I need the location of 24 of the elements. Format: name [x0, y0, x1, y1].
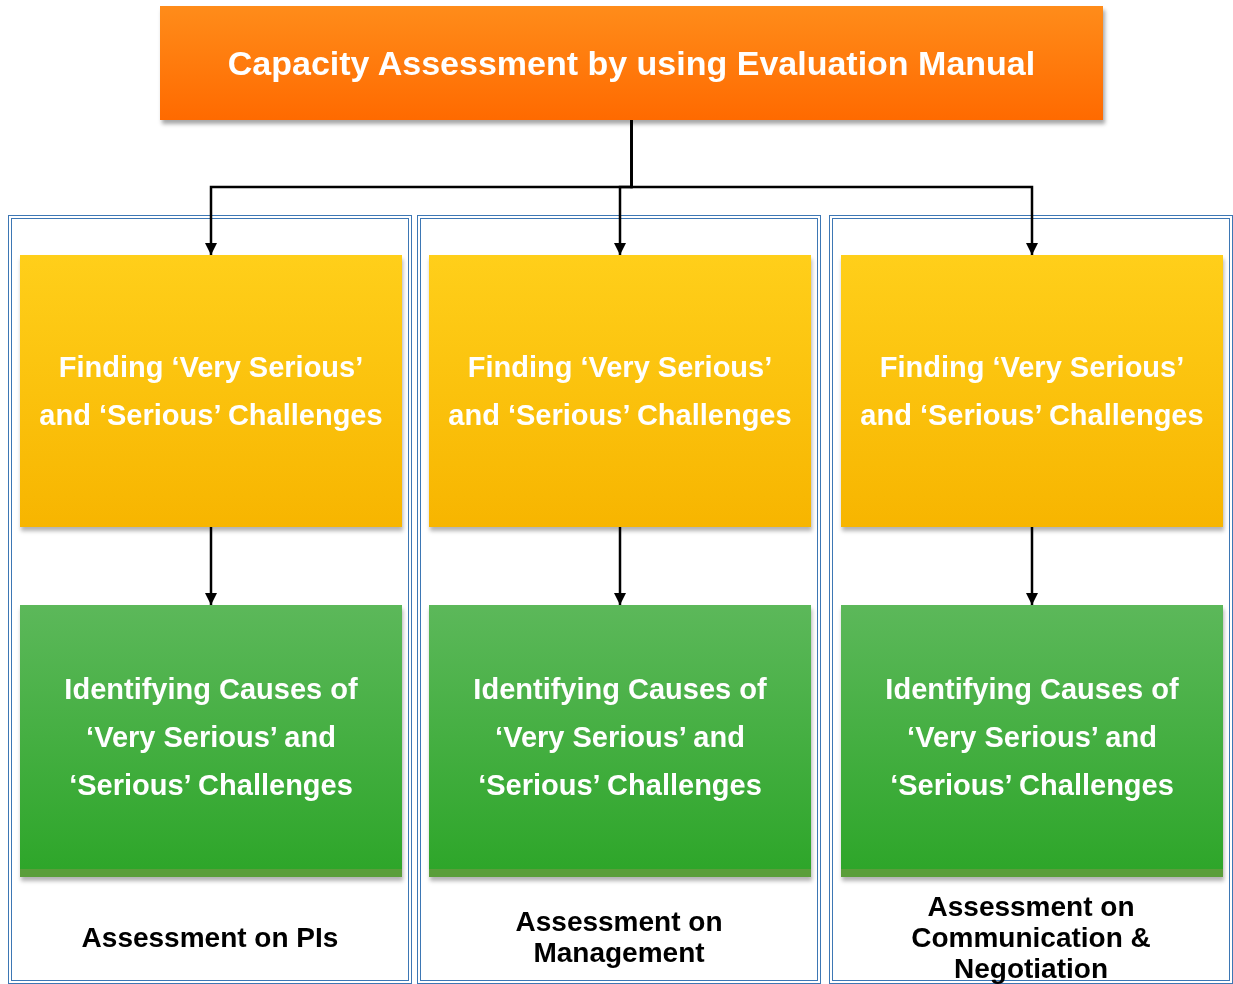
group-label: Assessment on PIs	[80, 920, 340, 955]
arrow	[630, 120, 1039, 255]
process-box	[20, 255, 402, 527]
process-box	[429, 255, 811, 527]
group-label: Assessment on Management	[514, 905, 724, 970]
group-label: Assessment on Communication & Negotiation	[910, 889, 1152, 984]
process-box	[429, 605, 811, 877]
box-text: Finding ‘Very Serious’ and ‘Serious’ Challenges	[447, 350, 793, 433]
arrow	[1025, 527, 1039, 605]
group-panel	[417, 215, 821, 984]
group-panel	[829, 215, 1233, 984]
box-text: Finding ‘Very Serious’ and ‘Serious’ Challenges	[38, 350, 384, 433]
box-text: Identifying Causes of ‘Very Serious’ and ‘Serious’ Challenges	[884, 672, 1180, 803]
process-box	[841, 605, 1223, 877]
arrow	[204, 527, 218, 605]
box-text: Finding ‘Very Serious’ and ‘Serious’ Challenges	[859, 350, 1205, 433]
process-box	[841, 255, 1223, 527]
title-box	[160, 6, 1103, 120]
process-box	[20, 605, 402, 877]
arrow	[613, 527, 627, 605]
box-text: Identifying Causes of ‘Very Serious’ and ‘Serious’ Challenges	[472, 672, 768, 803]
box-text: Identifying Causes of ‘Very Serious’ and ‘Serious’ Challenges	[63, 672, 359, 803]
group-panel	[8, 215, 412, 984]
title-text: Capacity Assessment by using Evaluation Manual	[227, 43, 1036, 83]
